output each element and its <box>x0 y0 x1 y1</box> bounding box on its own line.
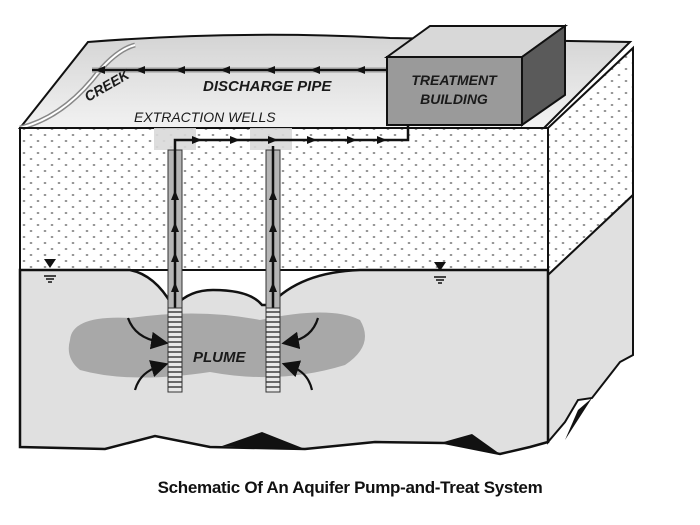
flow-arrow-icon <box>377 136 387 144</box>
flow-arrow-icon <box>307 136 317 144</box>
flow-arrow-icon <box>171 222 179 232</box>
well-screen <box>167 307 281 393</box>
flow-arrows-up <box>171 190 277 292</box>
flow-arrow-icon <box>171 190 179 200</box>
flow-arrow-icon <box>220 66 230 74</box>
bottom-shadow <box>440 434 500 454</box>
well-screen-body <box>265 307 281 393</box>
flow-arrow-icon <box>310 66 320 74</box>
treatment-building-label-line1: TREATMENT <box>411 72 498 88</box>
flow-arrow-icon <box>269 252 277 262</box>
treatment-building-label-line2: BUILDING <box>420 91 488 107</box>
extraction-wells-label: EXTRACTION WELLS <box>134 109 276 125</box>
side-break-shadow <box>565 398 592 440</box>
treatment-building <box>383 24 569 127</box>
flow-arrow-icon <box>135 66 145 74</box>
vadose-zone <box>19 127 549 271</box>
flow-arrows-pipe <box>192 136 387 144</box>
water-table-symbol <box>44 259 56 283</box>
figure-caption: Schematic Of An Aquifer Pump-and-Treat S… <box>157 478 543 497</box>
flow-arrows-discharge <box>95 66 365 74</box>
flow-arrow-icon <box>347 136 357 144</box>
flow-arrow-icon <box>171 282 179 292</box>
flow-arrow-icon <box>175 66 185 74</box>
plume <box>68 312 365 378</box>
bottom-shadow <box>222 432 305 449</box>
flow-arrow-icon <box>171 252 179 262</box>
flow-arrow-icon <box>95 66 105 74</box>
discharge-pipe-label: DISCHARGE PIPE <box>203 78 332 95</box>
groundwater-flow-arrows <box>126 317 320 391</box>
flow-arrow-icon <box>265 66 275 74</box>
flow-arrow-icon <box>192 136 202 144</box>
flow-arrow-icon <box>269 190 277 200</box>
flow-arrow-icon <box>355 66 365 74</box>
well-screen-body <box>167 307 183 393</box>
plume-label: PLUME <box>193 349 246 366</box>
collection-pipe <box>173 122 410 146</box>
flow-arrow-icon <box>230 136 240 144</box>
flow-arrow-icon <box>269 282 277 292</box>
flow-arrow-icon <box>269 222 277 232</box>
flow-arrow-icon <box>268 136 278 144</box>
water-table-symbol <box>434 262 446 284</box>
